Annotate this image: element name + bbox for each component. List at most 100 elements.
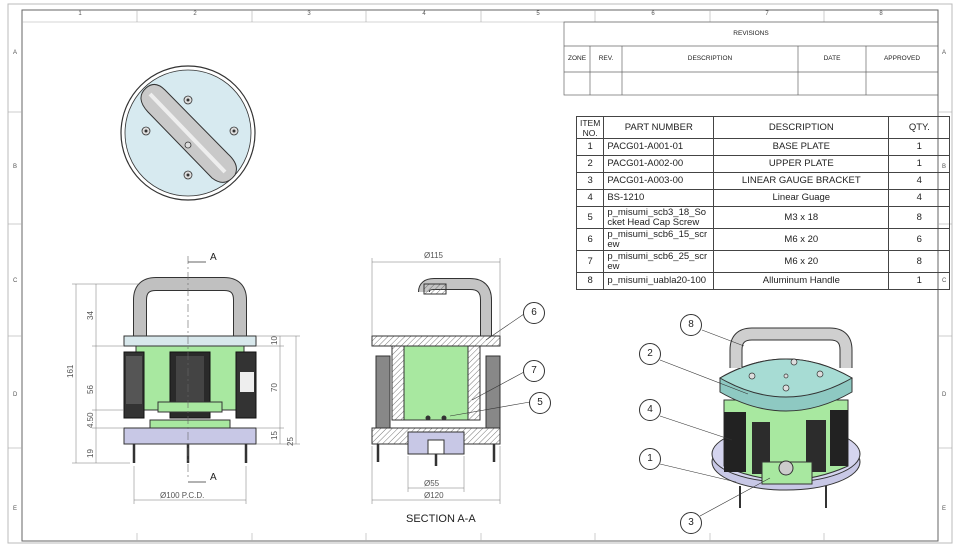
balloon-2: 2 (639, 343, 661, 365)
rev-header-description: DESCRIPTION (687, 55, 733, 62)
bom-header-part: PART NUMBER (603, 116, 715, 139)
dim-diameter-120: Ø120 (424, 491, 444, 500)
table-row: 1 PACG01-A001-01 BASE PLATE 1 (575, 138, 951, 156)
balloon-6: 6 (523, 302, 545, 324)
bom-item: 5 (575, 206, 605, 229)
outer-border (7, 3, 953, 544)
bom-desc: Linear Guage (713, 189, 890, 207)
zone-label-top: 1 (78, 11, 82, 17)
iso-view (659, 327, 861, 517)
bom-desc: BASE PLATE (713, 138, 890, 156)
front-view (72, 256, 300, 504)
bom-desc: Alluminum Handle (713, 272, 890, 290)
bom-desc: LINEAR GAUGE BRACKET (713, 172, 890, 190)
table-row: 8 p_misumi_uabla20-100 Alluminum Handle … (575, 272, 951, 290)
bom-qty: 1 (888, 272, 951, 290)
section-mark-top: A (210, 252, 217, 263)
bom-part: PACG01-A001-01 (603, 138, 715, 156)
zone-label-left: D (13, 392, 18, 398)
zone-label-right: A (942, 50, 947, 56)
bom-desc: UPPER PLATE (713, 155, 890, 173)
dim-overall-height: 161 (66, 364, 75, 378)
bom-header-item: ITEM NO. (575, 116, 605, 139)
zone-label-top: 4 (422, 11, 426, 17)
section-mark-bottom: A (210, 472, 217, 483)
revision-table (563, 21, 939, 96)
bom-qty: 6 (888, 228, 951, 251)
bom-desc: M6 x 20 (713, 250, 890, 273)
zone-label-top: 3 (307, 11, 311, 17)
bom-item: 8 (575, 272, 605, 290)
table-row: 5 p_misumi_scb3_18_Socket Head Cap Screw… (575, 206, 951, 229)
table-row: 2 PACG01-A002-00 UPPER PLATE 1 (575, 155, 951, 173)
balloon-4: 4 (639, 399, 661, 421)
dim-diameter-115: Ø115 (424, 251, 444, 260)
zone-label-right: E (942, 506, 947, 512)
bom-qty: 1 (888, 155, 951, 173)
zone-label-top: 7 (765, 11, 769, 17)
bom-table: ITEM NO. PART NUMBER DESCRIPTION QTY. 1 … (575, 116, 951, 290)
bom-header-desc: DESCRIPTION (713, 116, 890, 139)
balloon-3: 3 (680, 512, 702, 534)
top-view (120, 65, 256, 201)
bom-part: PACG01-A002-00 (603, 155, 715, 173)
balloon-8: 8 (680, 314, 702, 336)
zone-label-left: B (13, 164, 18, 170)
dim-56: 56 (86, 385, 95, 394)
balloon-7: 7 (523, 360, 545, 382)
dim-10: 10 (270, 336, 279, 345)
zone-label-left: E (13, 506, 18, 512)
balloon-1: 1 (639, 448, 661, 470)
dim-25: 25 (286, 437, 295, 446)
zone-label-top: 8 (879, 11, 883, 17)
table-row: 6 p_misumi_scb6_15_screw M6 x 20 6 (575, 228, 951, 251)
bom-item: 4 (575, 189, 605, 207)
bom-item: 7 (575, 250, 605, 273)
bom-desc: M6 x 20 (713, 228, 890, 251)
bom-part: p_misumi_scb6_15_screw (603, 228, 715, 251)
rev-header-approved: APPROVED (883, 55, 921, 62)
bom-item: 3 (575, 172, 605, 190)
zone-label-top: 2 (193, 11, 197, 17)
rev-header-zone: ZONE (567, 55, 587, 62)
bom-qty: 4 (888, 172, 951, 190)
zone-label-top: 5 (536, 11, 540, 17)
table-row: 3 PACG01-A003-00 LINEAR GAUGE BRACKET 4 (575, 172, 951, 190)
dim-pcd: Ø100 P.C.D. (160, 491, 204, 500)
bom-item: 2 (575, 155, 605, 173)
rev-header-rev: REV. (598, 55, 614, 62)
bom-item: 1 (575, 138, 605, 156)
zone-label-right: D (942, 392, 947, 398)
bom-part: p_misumi_scb3_18_Socket Head Cap Screw (603, 206, 715, 229)
zone-label-left: A (13, 50, 18, 56)
bom-part: p_misumi_scb6_25_screw (603, 250, 715, 273)
bom-qty: 1 (888, 138, 951, 156)
bom-desc: M3 x 18 (713, 206, 890, 229)
dim-4-50: 4.50 (86, 412, 95, 428)
dim-diameter-55: Ø55 (424, 479, 440, 488)
bom-qty: 8 (888, 250, 951, 273)
bom-qty: 8 (888, 206, 951, 229)
bom-part: PACG01-A003-00 (603, 172, 715, 190)
bom-part: p_misumi_uabla20-100 (603, 272, 715, 290)
table-row: 7 p_misumi_scb6_25_screw M6 x 20 8 (575, 250, 951, 273)
rev-header-date: DATE (823, 55, 841, 62)
table-row: 4 BS-1210 Linear Guage 4 (575, 189, 951, 207)
section-view (371, 258, 531, 504)
zone-label-left: C (13, 278, 18, 284)
section-view-label: SECTION A-A (406, 513, 476, 525)
dim-34: 34 (86, 311, 95, 320)
bom-header-qty: QTY. (888, 116, 951, 139)
dim-15: 15 (270, 431, 279, 440)
zone-label-top: 6 (651, 11, 655, 17)
dim-70: 70 (270, 383, 279, 392)
dim-19: 19 (86, 449, 95, 458)
revisions-title: REVISIONS (733, 30, 769, 37)
bom-qty: 4 (888, 189, 951, 207)
bom-header-row: ITEM NO. PART NUMBER DESCRIPTION QTY. (575, 116, 951, 139)
balloon-5: 5 (529, 392, 551, 414)
bom-part: BS-1210 (603, 189, 715, 207)
bom-item: 6 (575, 228, 605, 251)
